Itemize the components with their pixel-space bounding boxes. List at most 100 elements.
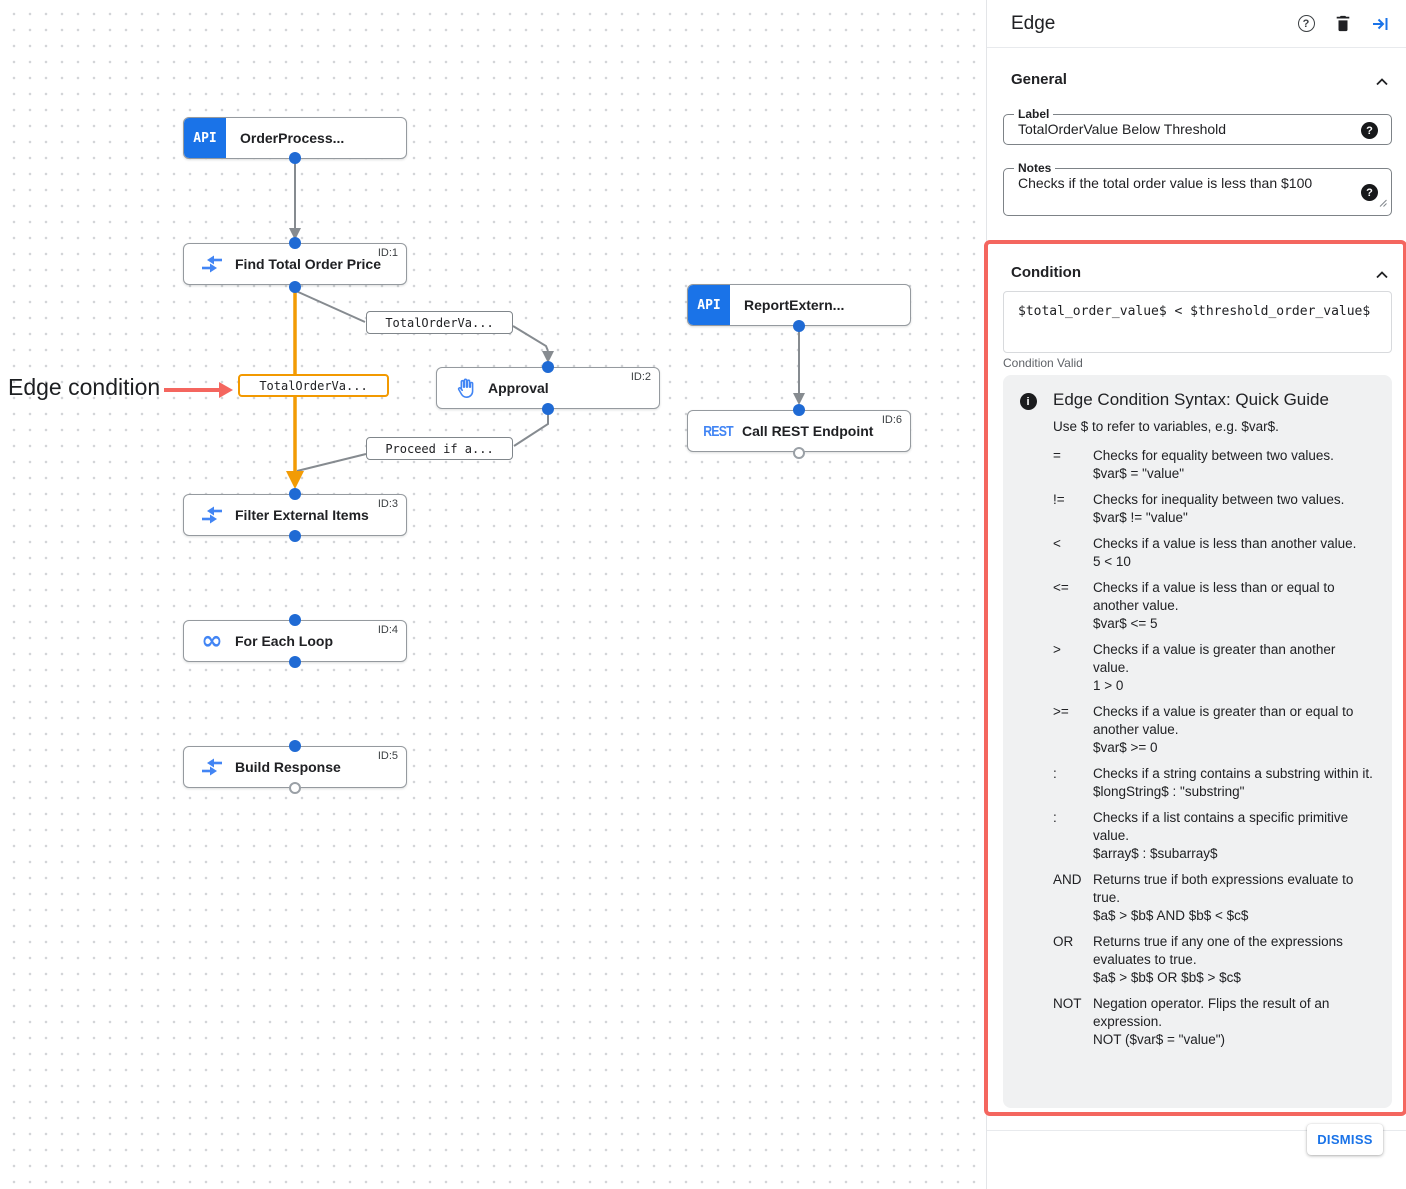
help-icon[interactable]: ? — [1296, 14, 1316, 34]
guide-row: : Checks if a list contains a specific p… — [1003, 809, 1376, 863]
workflow-edges — [164, 158, 805, 489]
guide-desc: Checks if a value is greater than or equ… — [1093, 704, 1354, 737]
edge-label-text: TotalOrderVa... — [385, 315, 494, 330]
edge-label-selected[interactable]: TotalOrderVa... — [238, 374, 389, 397]
guide-operator: NOT — [1053, 996, 1082, 1011]
syntax-guide-panel: i Edge Condition Syntax: Quick Guide Use… — [1003, 375, 1392, 1108]
guide-row: NOT Negation operator. Flips the result … — [1003, 995, 1376, 1049]
api-badge-icon: API — [688, 285, 730, 325]
node-title: For Each Loop — [235, 633, 333, 649]
connector-dot-open[interactable] — [793, 447, 805, 459]
connector-dot[interactable] — [289, 488, 301, 500]
node-reportextern[interactable]: API ReportExtern... — [687, 284, 911, 326]
guide-operator: : — [1053, 766, 1057, 781]
guide-example: $var$ = "value" — [1093, 466, 1185, 481]
edge-condition-annotation: Edge condition — [8, 374, 161, 400]
guide-desc: Negation operator. Flips the result of a… — [1093, 996, 1330, 1029]
panel-title: Edge — [1011, 12, 1056, 34]
api-badge-icon: API — [184, 118, 226, 158]
connector-dot[interactable] — [289, 281, 301, 293]
node-id: ID:6 — [881, 414, 902, 426]
guide-rows: = Checks for equality between two values… — [1003, 447, 1376, 1049]
general-heading: General — [1011, 71, 1067, 88]
data-mapping-icon — [199, 254, 225, 274]
resize-handle-icon[interactable] — [1377, 195, 1388, 213]
connector-dot[interactable] — [289, 740, 301, 752]
node-for-each-loop[interactable]: ID:4 ∞ For Each Loop — [183, 620, 407, 662]
guide-example: 1 > 0 — [1093, 678, 1124, 693]
guide-example: $var$ >= 0 — [1093, 740, 1158, 755]
field-help-icon[interactable]: ? — [1361, 122, 1378, 139]
notes-field[interactable]: Notes Checks if the total order value is… — [1003, 161, 1392, 216]
connector-dot[interactable] — [793, 404, 805, 416]
guide-example: $a$ > $b$ AND $b$ < $c$ — [1093, 908, 1249, 923]
guide-desc: Checks if a value is less than another v… — [1093, 536, 1357, 551]
condition-heading: Condition — [1011, 264, 1081, 281]
help-glyph: ? — [1366, 124, 1373, 137]
connector-dot[interactable] — [289, 152, 301, 164]
notes-field-value[interactable]: Checks if the total order value is less … — [1018, 175, 1313, 191]
connector-dot[interactable] — [793, 320, 805, 332]
label-field[interactable]: Label TotalOrderValue Below Threshold ? — [1003, 107, 1392, 145]
node-title: Find Total Order Price — [235, 256, 381, 272]
guide-example: $array$ : $subarray$ — [1093, 846, 1218, 861]
guide-desc: Checks for inequality between two values… — [1093, 492, 1345, 507]
node-id: ID:4 — [377, 624, 398, 636]
node-filter-external-items[interactable]: ID:3 Filter External Items — [183, 494, 407, 536]
node-find-total-order-price[interactable]: ID:1 Find Total Order Price — [183, 243, 407, 285]
connector-dot[interactable] — [289, 237, 301, 249]
connector-dot[interactable] — [289, 614, 301, 626]
edge-label-text: Proceed if a... — [385, 441, 494, 456]
panel-footer-divider — [987, 1130, 1406, 1131]
guide-row: <= Checks if a value is less than or equ… — [1003, 579, 1376, 633]
connector-dot[interactable] — [289, 530, 301, 542]
chevron-up-icon[interactable] — [1374, 74, 1390, 90]
workflow-canvas[interactable]: API OrderProcess... ID:1 Find Total Orde… — [0, 0, 977, 1189]
loop-icon: ∞ — [199, 628, 225, 654]
condition-valid-status: Condition Valid — [1003, 356, 1083, 370]
collapse-panel-icon[interactable] — [1370, 14, 1390, 34]
guide-row: = Checks for equality between two values… — [1003, 447, 1376, 483]
guide-desc: Checks if a string contains a substring … — [1093, 766, 1373, 781]
guide-operator: = — [1053, 448, 1061, 463]
label-field-value[interactable]: TotalOrderValue Below Threshold — [1018, 121, 1227, 137]
guide-row: OR Returns true if any one of the expres… — [1003, 933, 1376, 987]
node-id: ID:5 — [377, 750, 398, 762]
info-glyph: i — [1026, 395, 1030, 408]
node-call-rest-endpoint[interactable]: ID:6 REST Call REST Endpoint — [687, 410, 911, 452]
edge-label[interactable]: TotalOrderVa... — [366, 311, 513, 334]
guide-desc: Checks if a list contains a specific pri… — [1093, 810, 1349, 843]
chevron-up-icon[interactable] — [1374, 267, 1390, 283]
guide-title: Edge Condition Syntax: Quick Guide — [1053, 390, 1329, 409]
guide-desc: Checks if a value is greater than anothe… — [1093, 642, 1336, 675]
api-badge-text: API — [697, 297, 721, 313]
help-glyph: ? — [1366, 186, 1373, 199]
rest-icon-text: REST — [703, 422, 733, 440]
guide-desc: Checks if a value is less than or equal … — [1093, 580, 1335, 613]
condition-input[interactable]: $total_order_value$ < $threshold_order_v… — [1003, 291, 1392, 353]
panel-header: Edge ? — [987, 0, 1406, 48]
guide-example: NOT ($var$ = "value") — [1093, 1032, 1226, 1047]
guide-desc: Checks for equality between two values. — [1093, 448, 1334, 463]
guide-row: : Checks if a string contains a substrin… — [1003, 765, 1376, 801]
connector-dot-open[interactable] — [289, 782, 301, 794]
guide-operator: <= — [1053, 580, 1069, 595]
delete-icon[interactable] — [1333, 14, 1353, 34]
node-approval[interactable]: ID:2 Approval — [436, 367, 660, 409]
guide-row: < Checks if a value is less than another… — [1003, 535, 1376, 571]
data-mapping-icon — [199, 757, 225, 777]
guide-row: != Checks for inequality between two val… — [1003, 491, 1376, 527]
edge-label[interactable]: Proceed if a... — [366, 437, 513, 460]
node-id: ID:1 — [377, 247, 398, 259]
node-title: OrderProcess... — [240, 130, 345, 146]
field-help-icon[interactable]: ? — [1361, 184, 1378, 201]
guide-example: 5 < 10 — [1093, 554, 1131, 569]
connector-dot[interactable] — [289, 656, 301, 668]
connector-dot[interactable] — [542, 361, 554, 373]
guide-operator: != — [1053, 492, 1065, 507]
guide-operator: >= — [1053, 704, 1069, 719]
dismiss-button[interactable]: DISMISS — [1307, 1124, 1383, 1155]
info-icon: i — [1019, 393, 1037, 410]
connector-dot[interactable] — [542, 403, 554, 415]
